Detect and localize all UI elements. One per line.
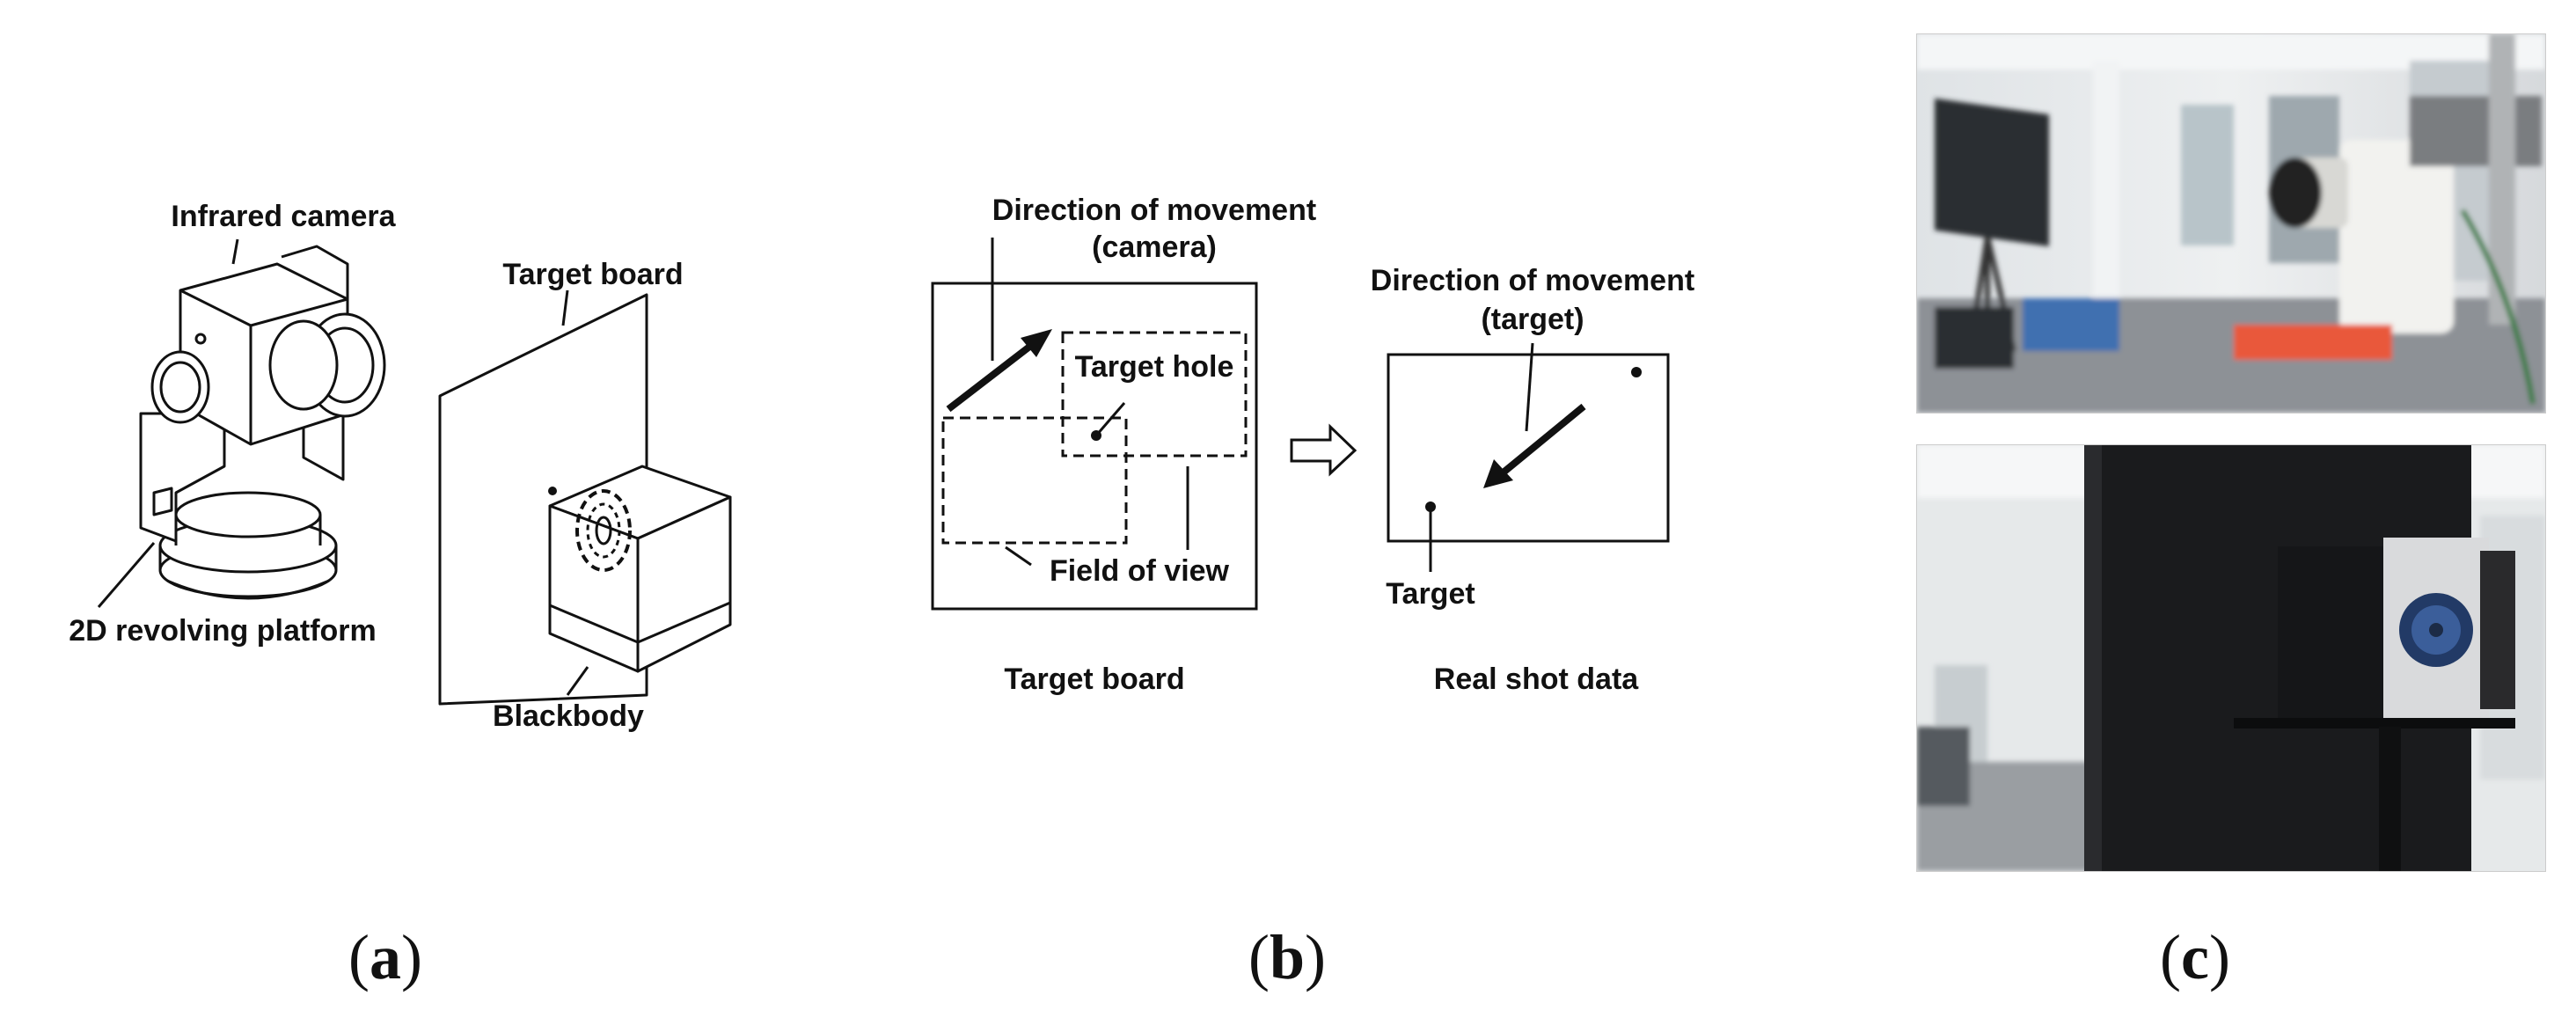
caption-a: (a) <box>348 922 422 992</box>
caption-b: (b) <box>1248 922 1326 992</box>
label-direction-camera-line1: Direction of movement <box>992 194 1316 227</box>
panel-a <box>97 238 732 706</box>
blackbody-shape <box>548 465 732 673</box>
label-target-board-caption: Target board <box>1004 663 1184 696</box>
infrared-camera-illustration <box>139 245 386 600</box>
label-direction-camera-line2: (camera) <box>1092 231 1217 264</box>
label-target-hole: Target hole <box>1075 350 1234 384</box>
label-target: Target <box>1386 577 1475 611</box>
panel-b <box>931 238 1670 611</box>
photo-blackbody-setup-art <box>1917 445 2545 871</box>
photo-camera-setup <box>1916 33 2546 414</box>
label-blackbody: Blackbody <box>493 699 644 733</box>
transition-arrow <box>1290 423 1358 477</box>
label-direction-target-line1: Direction of movement <box>1371 264 1694 297</box>
label-infrared-camera: Infrared camera <box>171 200 396 233</box>
photo-blackbody-setup <box>1916 444 2546 872</box>
photo-camera-setup-art <box>1917 34 2545 413</box>
target-board-rect <box>931 282 1258 611</box>
real-shot-rect <box>1387 353 1670 543</box>
target-hole-rect <box>1061 331 1248 458</box>
label-target-board: Target board <box>502 258 683 291</box>
field-of-view-rect <box>941 416 1128 545</box>
label-real-shot-data: Real shot data <box>1434 663 1639 696</box>
caption-c: (c) <box>2160 922 2230 992</box>
label-field-of-view: Field of view <box>1050 554 1230 588</box>
label-2d-revolving-platform: 2D revolving platform <box>69 614 377 648</box>
label-direction-target-line2: (target) <box>1481 303 1584 336</box>
